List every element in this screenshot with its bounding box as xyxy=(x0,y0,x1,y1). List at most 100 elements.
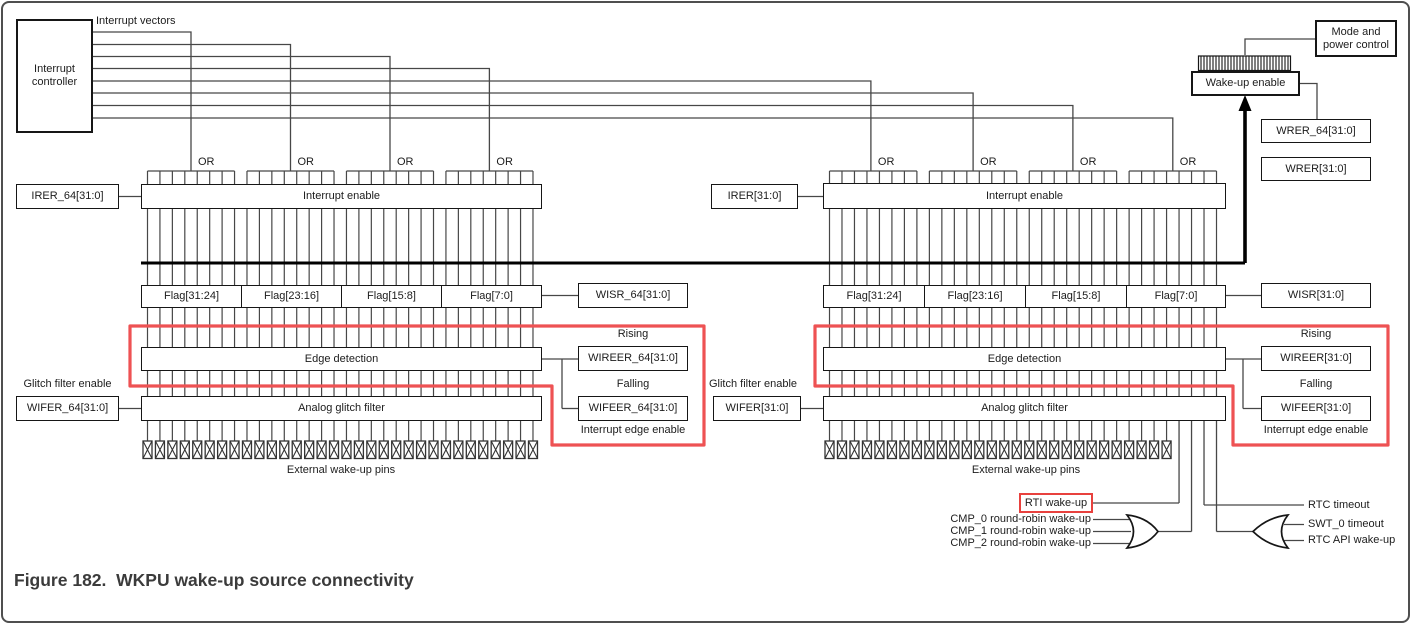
analog-glitch-filter-right-box: Analog glitch filter xyxy=(823,396,1226,421)
wakeup-pin-icon xyxy=(478,440,489,460)
falling-right-label: Falling xyxy=(1299,378,1333,390)
external-wakeup-pins-right-label: External wake-up pins xyxy=(971,464,1081,476)
register-irer-box: IRER[31:0] xyxy=(711,184,798,209)
or-gate-label: OR xyxy=(397,156,414,168)
or-gate-label: OR xyxy=(1179,156,1197,168)
register-wrer-box: WRER[31:0] xyxy=(1261,157,1371,181)
interrupt-controller-box: Interrupt controller xyxy=(16,19,93,133)
interrupt-edge-enable-left-label: Interrupt edge enable xyxy=(580,424,686,436)
wakeup-pin-icon xyxy=(341,440,352,460)
register-wireer-box: WIREER[31:0] xyxy=(1261,346,1371,371)
flag-box: Flag[31:24] xyxy=(823,285,925,308)
mode-power-control-box: Mode and power control xyxy=(1315,20,1397,57)
wakeup-pin-icon xyxy=(1123,440,1135,460)
falling-left-label: Falling xyxy=(616,378,650,390)
edge-detection-left-box: Edge detection xyxy=(141,347,542,371)
wakeup-pin-icon xyxy=(824,440,835,460)
interrupt-edge-enable-right-label: Interrupt edge enable xyxy=(1263,424,1369,436)
swt0-timeout-label: SWT_0 timeout xyxy=(1308,518,1384,530)
wakeup-pin-icon xyxy=(291,440,302,460)
external-pins xyxy=(142,440,1172,460)
figure-caption: Figure 182. WKPU wake-up source connecti… xyxy=(14,570,414,590)
wakeup-pin-icon xyxy=(216,440,228,460)
flag-box: Flag[15:8] xyxy=(341,285,442,308)
interrupt-enable-right-box: Interrupt enable xyxy=(823,183,1226,209)
interrupt-enable-left-box: Interrupt enable xyxy=(141,184,542,209)
register-wifeer-box: WIFEER[31:0] xyxy=(1261,396,1371,421)
wakeup-pin-icon xyxy=(986,440,997,460)
wakeup-pin-icon xyxy=(366,440,377,460)
or-gate-label: OR xyxy=(198,156,215,168)
or-gate-label: OR xyxy=(877,156,895,168)
wakeup-pin-icon xyxy=(999,440,1010,460)
wakeup-pin-icon xyxy=(328,440,340,460)
or-gate-label: OR xyxy=(496,156,513,168)
cmp0-wakeup-label: CMP_0 round-robin wake-up xyxy=(950,513,1091,525)
wakeup-bus xyxy=(141,95,1252,265)
wakeup-pin-icon xyxy=(874,440,885,460)
wakeup-pin-icon xyxy=(899,440,910,460)
register-irer64-box: IRER_64[31:0] xyxy=(16,184,119,209)
wakeup-pin-icon xyxy=(142,440,153,460)
rising-left-label: Rising xyxy=(617,328,649,340)
wakeup-pin-icon xyxy=(179,440,190,460)
flag-box: Flag[7:0] xyxy=(441,285,542,308)
glitch-filter-enable-left-label: Glitch filter enable xyxy=(23,378,112,390)
wakeup-pin-icon xyxy=(1136,440,1147,460)
wakeup-pin-icon xyxy=(1024,440,1035,460)
wakeup-pin-icon xyxy=(465,440,476,460)
wakeup-pin-icon xyxy=(836,440,848,460)
wakeup-enable-hatch xyxy=(1197,55,1292,72)
wakeup-pin-icon xyxy=(961,440,972,460)
wakeup-pin-icon xyxy=(1061,440,1072,460)
wakeup-pin-icon xyxy=(936,440,948,460)
highlight-outlines xyxy=(128,324,1390,447)
wakeup-pin-icon xyxy=(861,440,873,460)
flag-box: Flag[7:0] xyxy=(1126,285,1226,308)
wakeup-pin-icon xyxy=(415,440,427,460)
register-wifeer64-box: WIFEER_64[31:0] xyxy=(578,396,688,421)
edge-enable-highlight-right xyxy=(813,324,1390,447)
wakeup-pin-icon xyxy=(1074,440,1085,460)
wakeup-pin-icon xyxy=(1011,440,1022,460)
external-wakeup-pins-left-label: External wake-up pins xyxy=(286,464,396,476)
wakeup-pin-icon xyxy=(1111,440,1122,460)
rising-right-label: Rising xyxy=(1300,328,1332,340)
or-gate-icon xyxy=(1125,513,1160,550)
rtc-timeout-label: RTC timeout xyxy=(1308,499,1370,511)
rti-wakeup-highlight-box: RTI wake-up xyxy=(1019,493,1093,513)
analog-glitch-filter-left-box: Analog glitch filter xyxy=(141,396,542,421)
register-wifer-box: WIFER[31:0] xyxy=(713,396,801,421)
wakeup-pin-icon xyxy=(1098,440,1110,460)
or-gates xyxy=(1125,513,1290,550)
wakeup-enable-box: Wake-up enable xyxy=(1191,71,1300,96)
wakeup-pin-icon xyxy=(1049,440,1060,460)
glitch-filter-enable-right-label: Glitch filter enable xyxy=(708,378,798,390)
wakeup-arrow-head xyxy=(1238,95,1252,111)
flag-box: Flag[31:24] xyxy=(141,285,242,308)
register-wrer64-box: WRER_64[31:0] xyxy=(1261,119,1371,143)
flag-box: Flag[23:16] xyxy=(924,285,1026,308)
edge-detection-right-box: Edge detection xyxy=(823,347,1226,371)
wakeup-pin-icon xyxy=(167,440,178,460)
or-gate-label: OR xyxy=(1079,156,1097,168)
or-gate-icon xyxy=(1251,513,1290,550)
wakeup-pin-icon xyxy=(1161,440,1172,460)
wakeup-pin-icon xyxy=(527,440,539,460)
or-gate-label: OR xyxy=(980,156,997,168)
or-gate-label: OR xyxy=(297,156,315,168)
rtc-api-wakeup-label: RTC API wake-up xyxy=(1308,534,1396,546)
wakeup-pin-icon xyxy=(440,440,452,460)
register-wisr-box: WISR[31:0] xyxy=(1261,283,1371,308)
cmp2-wakeup-label: CMP_2 round-robin wake-up xyxy=(950,537,1091,549)
wakeup-pin-icon xyxy=(192,440,203,460)
wakeup-pin-icon xyxy=(502,440,514,460)
wakeup-pin-icon xyxy=(279,440,290,460)
wakeup-pin-icon xyxy=(949,440,960,460)
wakeup-pin-icon xyxy=(849,440,860,460)
wakeup-pin-icon xyxy=(886,440,898,460)
cmp1-wakeup-label: CMP_1 round-robin wake-up xyxy=(950,525,1091,537)
wakeup-pin-icon xyxy=(154,440,166,460)
wakeup-pin-icon xyxy=(1148,440,1160,460)
